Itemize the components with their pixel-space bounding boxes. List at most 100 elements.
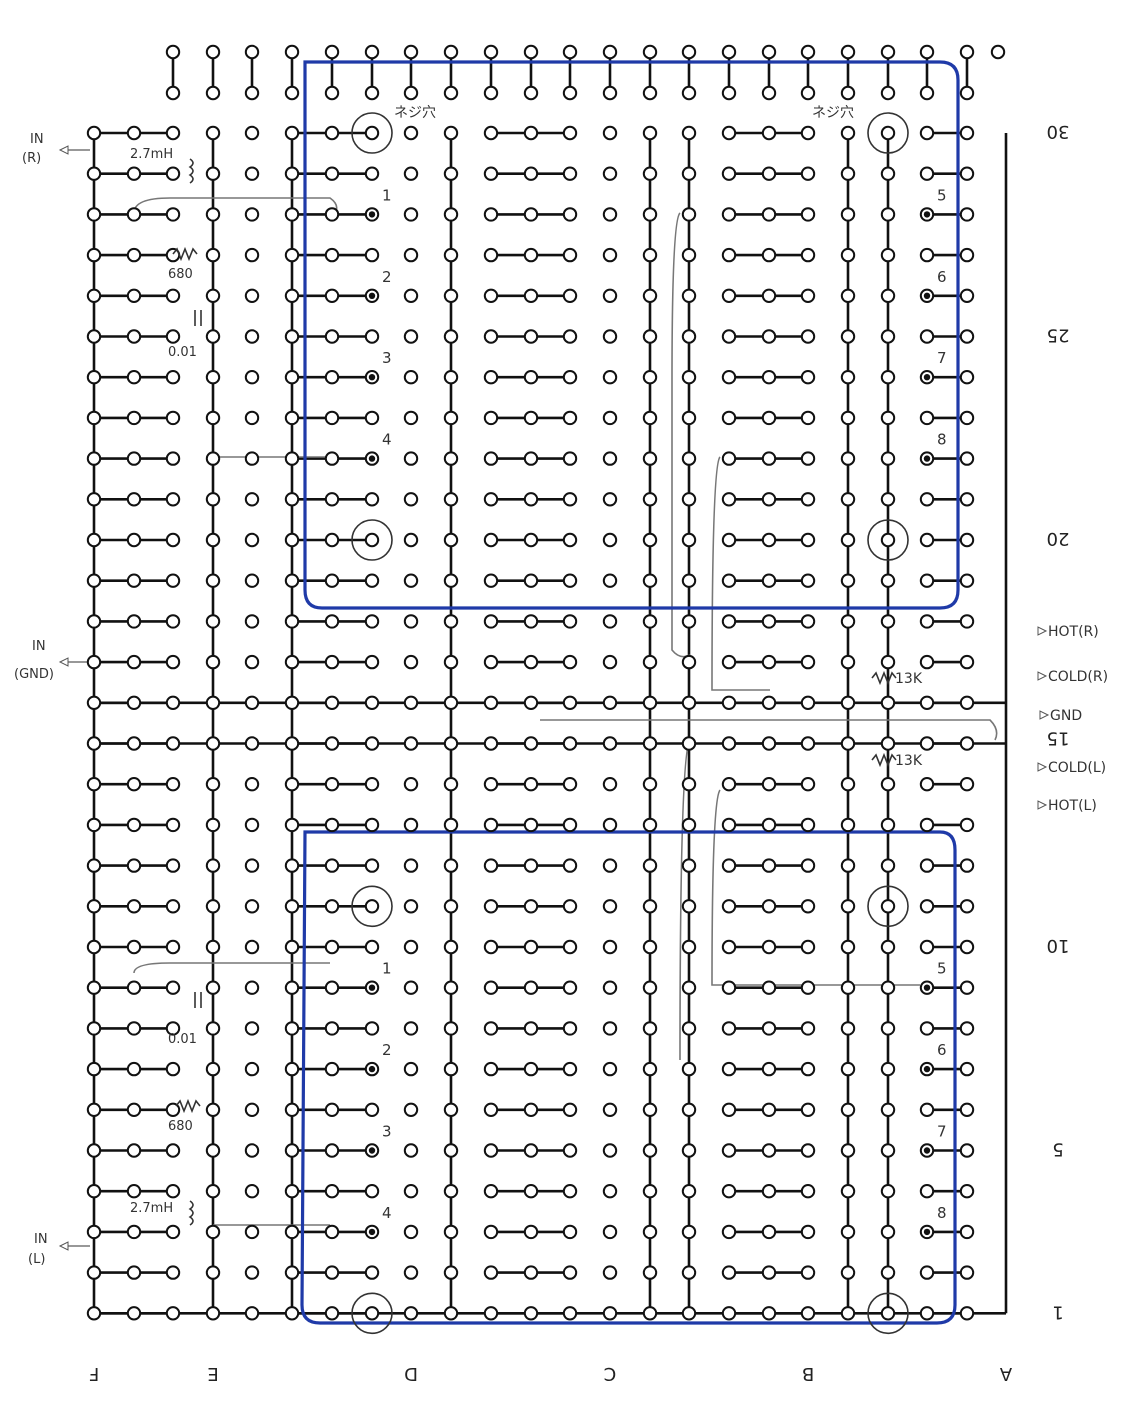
pad-hole [443, 532, 459, 548]
pad-hole [443, 1021, 459, 1036]
pad-hole [244, 125, 260, 141]
pad-hole [721, 1143, 737, 1158]
pad-hole [403, 573, 419, 588]
pad-hole [602, 1306, 618, 1321]
pad-hole [324, 1143, 340, 1158]
pad-hole [800, 532, 816, 548]
pad-hole [761, 614, 777, 629]
pad-hole [523, 166, 539, 181]
pad-hole [959, 1265, 975, 1280]
pad-hole [403, 614, 419, 629]
pad-hole [324, 777, 340, 792]
ic-pin-label: 1 [382, 186, 392, 204]
pad-hole [959, 1021, 975, 1036]
pad-hole [681, 654, 697, 670]
pad-hole [126, 1021, 142, 1036]
pad-hole [840, 44, 856, 60]
pad-hole [126, 1143, 142, 1158]
pad-hole [126, 736, 142, 751]
pad-hole [959, 980, 975, 995]
pad-hole [443, 1265, 459, 1280]
pad-hole [244, 980, 260, 995]
pad-hole [721, 85, 737, 101]
pad-hole [284, 288, 300, 303]
pad-hole [840, 125, 856, 141]
pad-hole [919, 1021, 935, 1036]
pad-hole [364, 532, 380, 548]
ic-pin-label: 2 [382, 268, 392, 286]
pad-hole [364, 44, 380, 60]
pad-hole [165, 207, 181, 222]
pad-hole [284, 1143, 300, 1158]
pad-hole [443, 166, 459, 181]
pad-hole [919, 817, 935, 833]
pad-hole [681, 899, 697, 914]
pad-hole [681, 451, 697, 466]
pad-hole [761, 329, 777, 344]
copper-traces [92, 52, 1008, 1315]
pad-hole [681, 329, 697, 344]
pad-hole [205, 44, 221, 60]
pad-hole [681, 1184, 697, 1199]
pad-hole [126, 817, 142, 833]
pad-hole [642, 1306, 658, 1321]
pad-hole [800, 695, 816, 710]
pad-hole [562, 614, 578, 629]
pad-hole [562, 1265, 578, 1280]
screw-hole-label: ネジ穴 [394, 105, 436, 121]
pad-hole [523, 329, 539, 344]
pad-hole [721, 777, 737, 792]
pad-hole [602, 44, 618, 60]
pad-hole [721, 125, 737, 141]
pad-hole [126, 695, 142, 710]
pad-hole [602, 247, 618, 263]
pad-hole [880, 125, 896, 141]
pad-hole [800, 451, 816, 466]
pad-hole [403, 370, 419, 385]
pad-hole [165, 573, 181, 588]
pad-hole [165, 817, 181, 833]
pad-hole [523, 492, 539, 507]
pad-hole [324, 451, 340, 466]
pad-hole [840, 654, 856, 670]
pad-hole [880, 736, 896, 751]
pad-hole [165, 736, 181, 751]
pad-hole [403, 1306, 419, 1321]
pad-hole [642, 207, 658, 222]
pad-hole [840, 451, 856, 466]
column-label: E [207, 1363, 218, 1384]
pad-hole [364, 1102, 380, 1118]
ic-pin-label: 1 [382, 960, 392, 978]
pad-hole [880, 410, 896, 426]
pad-hole [840, 736, 856, 751]
pad-hole [364, 1265, 380, 1280]
pad-hole [721, 614, 737, 629]
pad-hole [165, 939, 181, 955]
pad-hole [244, 85, 260, 101]
pad-hole [602, 451, 618, 466]
pad-hole [126, 370, 142, 385]
pad-hole [562, 654, 578, 670]
arrow-head [58, 1241, 69, 1251]
pad-hole [840, 1102, 856, 1118]
pad-hole [880, 573, 896, 588]
pad-hole [403, 1061, 419, 1077]
pad-hole [959, 736, 975, 751]
ic-pin-label: 6 [937, 268, 947, 286]
pad-hole [483, 1224, 499, 1240]
jumper-wire [540, 719, 998, 741]
pad-hole [205, 939, 221, 955]
pad-hole [800, 614, 816, 629]
io-label: (R) [22, 151, 41, 166]
pad-hole [602, 532, 618, 548]
io-label: IN [30, 132, 44, 147]
pad-hole [284, 1224, 300, 1240]
resistor-value: 680 [168, 1119, 193, 1134]
pad-hole [800, 980, 816, 995]
pad-hole [126, 980, 142, 995]
pad-hole [562, 899, 578, 914]
pad-hole [761, 288, 777, 303]
pad-hole [244, 858, 260, 873]
pad-hole [324, 44, 340, 60]
pad-hole [602, 370, 618, 385]
